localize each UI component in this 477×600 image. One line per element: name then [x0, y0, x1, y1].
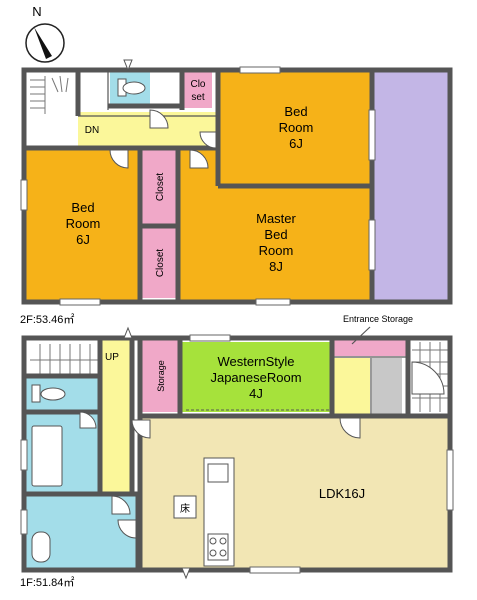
floor-1: UP Storage WesternStyle JapaneseRoom 4J: [20, 314, 454, 589]
f1-japanese-label-1: WesternStyle: [217, 354, 294, 369]
f2-bedroom-top-label-1: Bed: [284, 104, 307, 119]
f1-stove-icon: [207, 533, 229, 561]
f2-door-icon: [199, 131, 217, 149]
f1-floor-storage: [173, 495, 197, 519]
f1-japanese-room: [182, 342, 330, 412]
f2-stair-treads: [30, 75, 69, 114]
f1-window-icon: [20, 509, 28, 535]
f1-japanese-label-2: JapaneseRoom: [210, 370, 301, 385]
f1-stair-up-label: UP: [105, 352, 119, 363]
f2-closet-small-label-2: set: [191, 92, 205, 103]
f1-entrance-hall: [334, 358, 370, 414]
f2-toilet-icon: [122, 81, 146, 95]
f1-toilet-tank-icon: [31, 384, 41, 403]
f1-entrance-storage: [334, 340, 408, 356]
f2-master-label-4: 8J: [269, 259, 283, 274]
f2-vent-icon: [123, 59, 133, 72]
f2-window-icon: [368, 109, 376, 161]
f1-japanese-label-3: 4J: [249, 386, 263, 401]
f2-hall-dn-label: DN: [85, 125, 99, 136]
compass: N: [25, 4, 65, 63]
f2-balcony: [374, 72, 448, 302]
f2-bedroom-left: [26, 150, 138, 300]
f2-closet-a-label: Closet: [155, 173, 166, 202]
f2-bedroom-left-label-1: Bed: [71, 200, 94, 215]
compass-north-label: N: [32, 4, 41, 19]
f2-bedroom-left-label-2: Room: [66, 216, 101, 231]
f2-closet-small-label-1: Clo: [190, 79, 205, 90]
f1-window-icon: [446, 449, 454, 511]
f2-window-icon: [59, 298, 101, 306]
f1-bathtub-icon: [31, 425, 63, 487]
f2-master-label-3: Room: [259, 243, 294, 258]
f1-sink-icon: [31, 531, 51, 563]
f2-door-icon: [149, 109, 169, 129]
f2-closet-a: [142, 150, 176, 224]
f1-window-icon: [189, 334, 231, 342]
f1-door-icon: [117, 519, 137, 539]
compass-needle-icon: [34, 27, 52, 59]
f1-storage: [142, 340, 178, 412]
f2-master-label-2: Bed: [264, 227, 287, 242]
f1-stairs: [26, 340, 100, 376]
f1-toilet-icon: [40, 387, 66, 401]
f1-vent-icon: [181, 567, 191, 580]
f1-floor-kanji-label: 床: [180, 502, 190, 515]
f1-storage-label: Storage: [156, 360, 166, 392]
f1-door-icon: [339, 417, 361, 439]
f1-entrance-storage-label: Entrance Storage: [343, 314, 413, 324]
f2-door-icon: [189, 149, 209, 169]
f2-window-icon: [239, 66, 281, 74]
f1-ldk: [142, 418, 448, 568]
f1-stair-treads: [30, 344, 100, 374]
f1-entrance-door-icon: [411, 361, 445, 395]
compass-ring: [25, 23, 65, 63]
f1-kitchen-sink-icon: [207, 463, 229, 483]
f2-bedroom-top-label-2: Room: [279, 120, 314, 135]
f2-closet-b: [142, 228, 176, 298]
f2-bedroom-top-label-3: 6J: [289, 136, 303, 151]
f2-hallway: [78, 112, 218, 146]
f1-door-icon: [79, 411, 97, 429]
f1-door-icon: [111, 495, 131, 515]
f2-window-icon: [255, 298, 291, 306]
f2-window-icon: [20, 179, 28, 211]
f1-entrance-floor: [372, 358, 402, 414]
f2-area-label: 2F:53.46㎡: [20, 313, 74, 326]
floor-2: Clo set DN Bed Room 6J Bed Room 6J Close…: [20, 59, 453, 326]
f2-window-icon: [368, 219, 376, 271]
f1-window-icon: [20, 439, 28, 471]
f2-bedroom-left-label-3: 6J: [76, 232, 90, 247]
f1-window-icon: [249, 566, 301, 574]
f2-closet-b-label: Closet: [155, 249, 166, 278]
f2-master-label-1: Master: [256, 211, 296, 226]
f2-closet-small: [184, 72, 212, 108]
f1-ldk-label: LDK16J: [319, 486, 365, 501]
f1-door-icon: [131, 419, 151, 439]
f2-door-icon: [109, 149, 129, 169]
f1-vent-icon: [123, 326, 133, 339]
f1-area-label: 1F:51.84㎡: [20, 576, 74, 589]
